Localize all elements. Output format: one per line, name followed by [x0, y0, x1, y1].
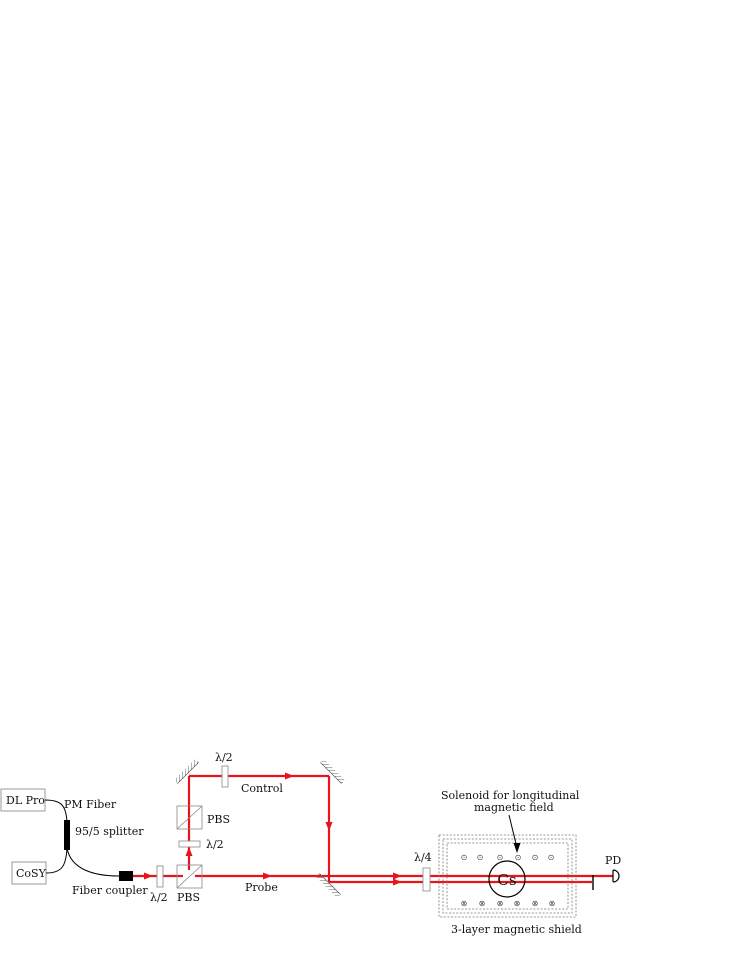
- solenoid-label-line2: magnetic field: [474, 801, 554, 814]
- fiber-coupler: [119, 871, 133, 881]
- fiber-splitter: [64, 820, 70, 850]
- fiber-coupler-label: Fiber coupler: [72, 884, 148, 897]
- cosy-fiber: [45, 847, 68, 874]
- solenoid-pointer: [508, 814, 518, 849]
- pbs-cube-2: [176, 805, 203, 830]
- field-out-symbols: ⊙ ⊙ ⊙ ⊙ ⊙ ⊙: [461, 853, 555, 862]
- pm-fiber-label: PM Fiber: [64, 798, 117, 811]
- pm-fiber: [44, 799, 68, 823]
- quarter-wave-label: λ/4: [414, 851, 432, 864]
- field-out-1: ⊙: [477, 853, 484, 862]
- pbs-2-label: PBS: [207, 813, 230, 826]
- solenoid-label: Solenoid for longitudinal: [441, 789, 580, 802]
- field-in-1: ⊗: [461, 899, 468, 908]
- mirror-top-left: [173, 758, 199, 784]
- output-fiber: [66, 847, 120, 877]
- beam-arrows: [144, 772, 402, 886]
- cosy-label: CoSY: [16, 867, 47, 880]
- shield-label: 3-layer magnetic shield: [451, 923, 582, 936]
- pd-label: PD: [605, 854, 621, 867]
- field-in-4: ⊗: [514, 899, 521, 908]
- magnetic-shield: [438, 834, 577, 918]
- pbs-cube-1: [176, 864, 203, 889]
- control-label: Control: [241, 782, 283, 795]
- half-wave-vertical-label: λ/2: [206, 838, 224, 851]
- field-out-4: ⊙: [532, 853, 539, 862]
- solenoid-pointer-head: [513, 843, 521, 853]
- dl-pro-label: DL Pro: [6, 794, 45, 807]
- half-wave-plate-top: [221, 765, 229, 788]
- mirror-top-right: [320, 758, 346, 784]
- pbs-1-label: PBS: [177, 891, 200, 904]
- half-wave-1-label: λ/2: [150, 891, 168, 904]
- splitter-label: 95/5 splitter: [75, 825, 144, 838]
- field-out-3: ⊙: [515, 853, 522, 862]
- probe-label: Probe: [245, 881, 278, 894]
- field-in-2: ⊗: [479, 899, 486, 908]
- photodiode: [612, 869, 620, 883]
- half-wave-top-label: λ/2: [215, 751, 233, 764]
- field-in-5: ⊗: [532, 899, 539, 908]
- field-out-2: ⊙: [497, 853, 504, 862]
- field-out-5: ⊙: [548, 853, 555, 862]
- cs-label: Cs: [497, 871, 516, 889]
- field-in-6: ⊗: [549, 899, 556, 908]
- half-wave-plate-vertical: [178, 840, 201, 848]
- field-in-3: ⊗: [497, 899, 504, 908]
- field-in-symbols: ⊗ ⊗ ⊗ ⊗ ⊗ ⊗: [461, 899, 556, 908]
- cs-cell: [488, 860, 526, 898]
- quarter-wave-plate: [422, 867, 431, 892]
- mirror-bottom: [315, 873, 341, 899]
- field-out-6: ⊙: [461, 853, 468, 862]
- half-wave-plate-1: [156, 865, 164, 888]
